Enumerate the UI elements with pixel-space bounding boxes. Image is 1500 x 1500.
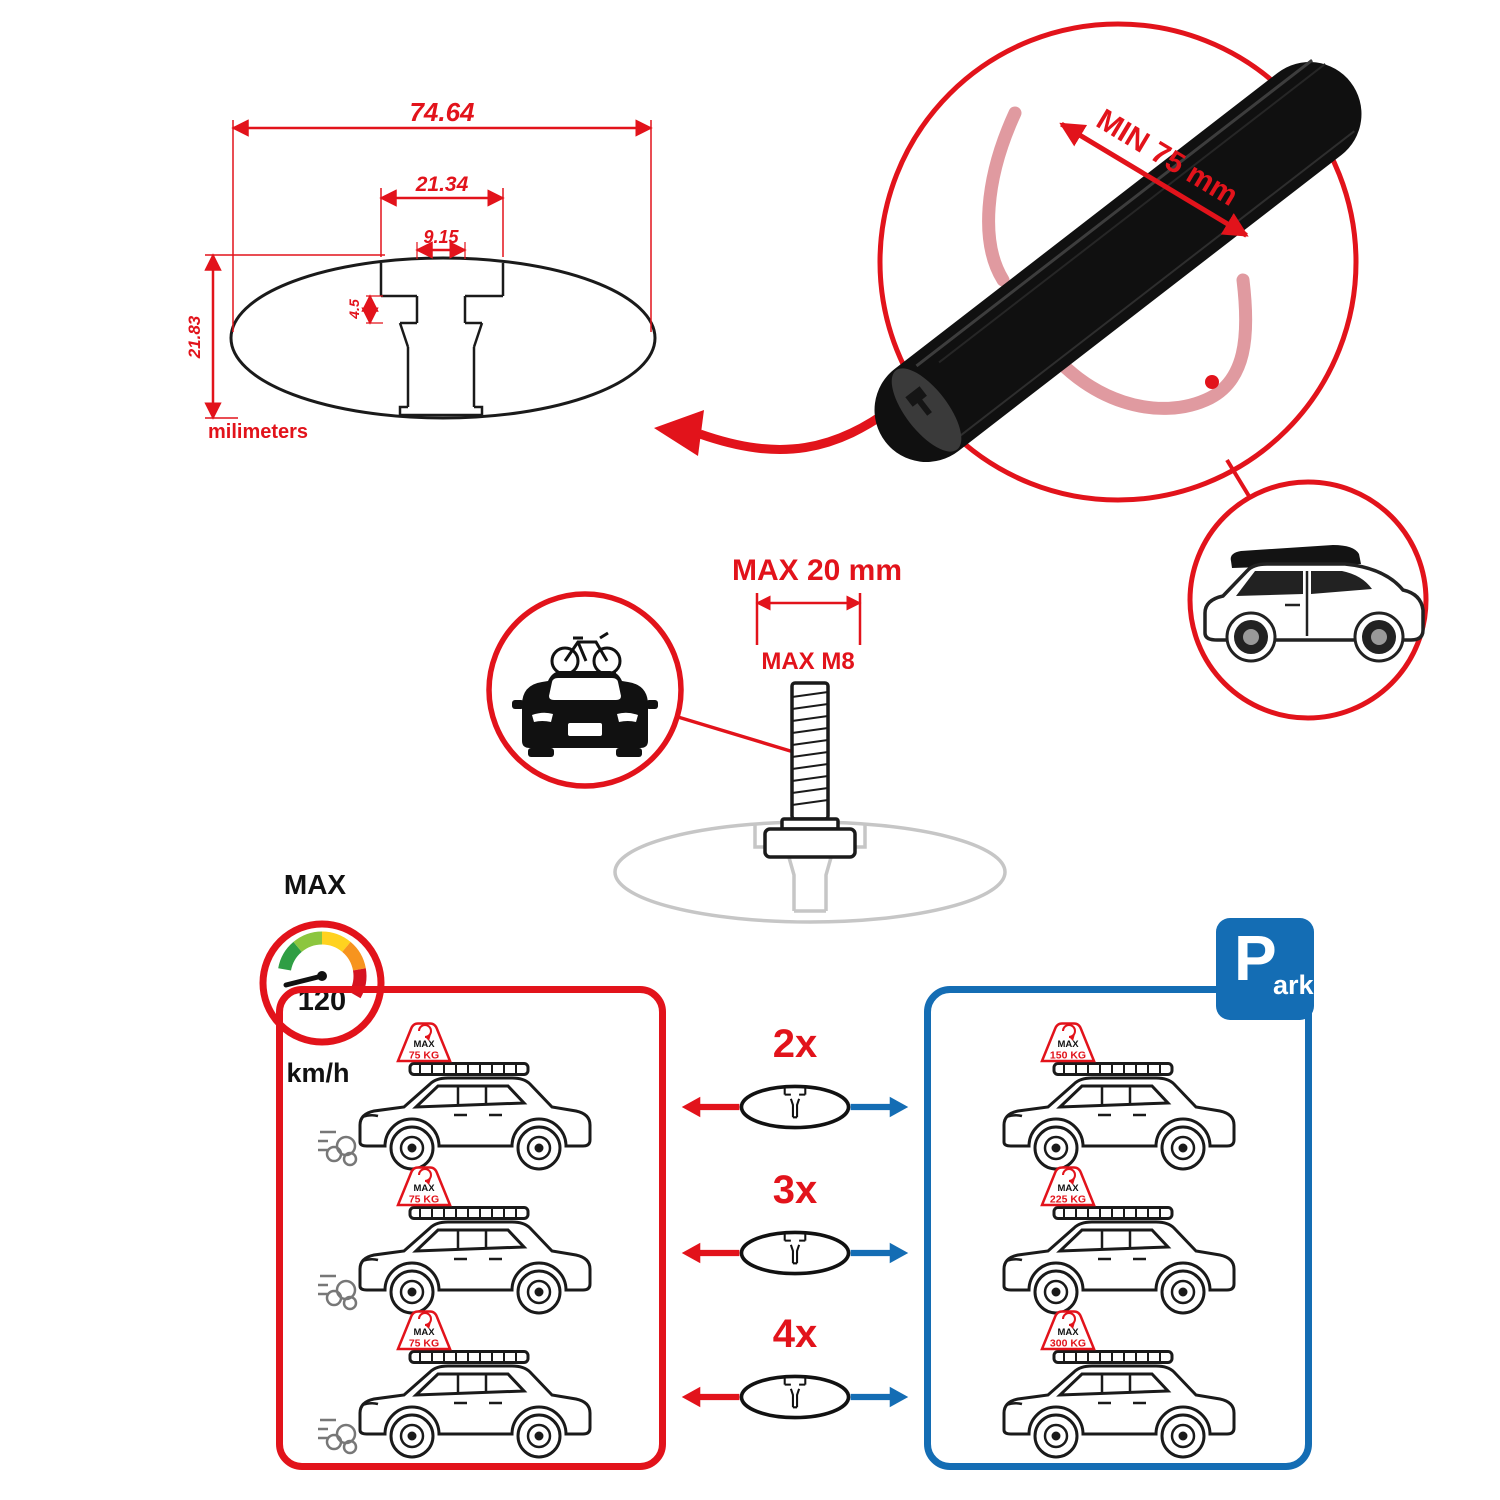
exhaust-smoke-icon (318, 1274, 358, 1311)
units-label: milimeters (208, 421, 308, 443)
roof-load-tag: MAX 75 KG (396, 1310, 452, 1351)
parking-sign-suffix: ark (1273, 970, 1314, 1000)
clamp-point-dot (1205, 375, 1219, 389)
driving-speed-zone (276, 986, 666, 1470)
svg-text:MAX: MAX (1057, 1039, 1079, 1050)
bar-count-label: 3x (772, 1168, 818, 1212)
suv-side-icon (1002, 1206, 1236, 1315)
svg-text:75 KG: 75 KG (409, 1194, 439, 1206)
parked-car-1: MAX 150 KG (1002, 1022, 1236, 1171)
roof-load-tag: MAX 225 KG (1040, 1166, 1096, 1207)
bar-count-row-1: 2x (673, 1022, 917, 1147)
driving-car-3: MAX 75 KG (318, 1310, 592, 1459)
bar-count-icon (673, 1072, 917, 1142)
parking-sign-letter: P (1234, 922, 1277, 994)
bar-count-label: 2x (772, 1022, 818, 1066)
dim-slot-inner: 9.15 (423, 227, 459, 247)
svg-text:MAX: MAX (413, 1327, 435, 1338)
bolt-max-width-label: MAX 20 mm (732, 554, 902, 587)
roof-load-tag: MAX 300 KG (1040, 1310, 1096, 1351)
driving-car-2: MAX 75 KG (318, 1166, 592, 1315)
clamp-hook-icon (982, 106, 1253, 415)
suv-side-icon (358, 1350, 592, 1459)
roof-load-tag: MAX 75 KG (396, 1022, 452, 1063)
bar-count-icon (673, 1218, 917, 1288)
svg-text:150 KG: 150 KG (1050, 1050, 1086, 1062)
exhaust-smoke-icon (318, 1130, 358, 1167)
dim-total-width: 74.64 (409, 97, 475, 127)
bolt-max-thread-label: MAX M8 (761, 648, 854, 675)
exhaust-smoke-icon (318, 1418, 358, 1455)
speed-max-label: MAX (284, 869, 347, 900)
roof-load-tag: MAX 75 KG (396, 1166, 452, 1207)
svg-text:75 KG: 75 KG (409, 1050, 439, 1062)
driving-car-1: MAX 75 KG (318, 1022, 592, 1171)
car-front-bike-icon (512, 631, 658, 757)
dim-lip-height: 4.5 (346, 299, 362, 320)
dim-profile-height: 21.83 (185, 315, 204, 359)
suv-side-icon (358, 1206, 592, 1315)
svg-text:225 KG: 225 KG (1050, 1194, 1086, 1206)
suv-side-icon (1002, 1062, 1236, 1171)
gauge-needle (283, 973, 325, 988)
svg-text:75 KG: 75 KG (409, 1338, 439, 1350)
crossbar-3d-detail: MIN 75 mm (874, 21, 1429, 721)
parked-car-3: MAX 300 KG (1002, 1310, 1236, 1459)
speed-unit: km/h (286, 1058, 349, 1088)
gauge-pivot (317, 971, 327, 981)
speed-limit-gauge: MAX 120 km/h (259, 869, 385, 1088)
bolt-leader-line (677, 715, 798, 755)
parked-car-2: MAX 225 KG (1002, 1166, 1236, 1315)
gauge-arc (278, 931, 367, 999)
svg-text:MAX: MAX (1057, 1183, 1079, 1194)
svg-text:300 KG: 300 KG (1050, 1338, 1086, 1350)
tbolt-icon (763, 681, 857, 859)
bar-count-label: 4x (772, 1312, 818, 1356)
suv-side-icon (1002, 1350, 1236, 1459)
profile-t-slot (379, 263, 505, 417)
parking-zone (924, 986, 1312, 1470)
pointer-arrow (654, 400, 901, 456)
svg-text:MAX: MAX (1057, 1327, 1079, 1338)
crossbar-cross-section-diagram: 74.64 21.34 9.15 4.5 21.83 milimeters (185, 97, 657, 443)
profile-ellipse (229, 256, 657, 420)
bar-count-row-2: 3x (673, 1168, 917, 1293)
bar-count-icon (673, 1362, 917, 1432)
dim-slot-outer: 21.34 (415, 173, 469, 196)
suv-side-icon (358, 1062, 592, 1171)
roof-load-tag: MAX 150 KG (1040, 1022, 1096, 1063)
parking-sign: P ark (1216, 918, 1314, 1020)
bar-count-row-3: 4x (673, 1312, 917, 1437)
svg-text:MAX: MAX (413, 1183, 435, 1194)
tbolt-section: MAX 20 mm MAX M8 (486, 554, 1007, 924)
suv-with-roofbox-icon (1203, 545, 1425, 663)
svg-text:MAX: MAX (413, 1039, 435, 1050)
